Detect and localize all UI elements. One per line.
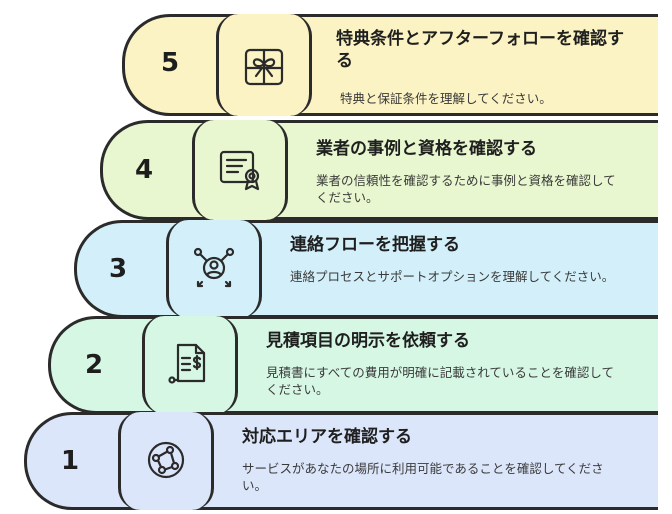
step-title-2: 見積項目の明示を依頼する (266, 331, 470, 351)
step-number-5: 5 (160, 48, 180, 78)
step-title-4: 業者の事例と資格を確認する (316, 139, 537, 159)
step-desc-5: 特典と保証条件を理解してください。 (340, 91, 552, 106)
step-number-4: 4 (134, 155, 154, 185)
step-number-2: 2 (84, 350, 104, 380)
step-desc-1: サービスがあなたの場所に利用可能であることを確認してください。 (242, 461, 604, 493)
invoice-icon (166, 340, 214, 388)
contact-flow-icon (190, 244, 238, 292)
step-title-1: 対応エリアを確認する (242, 427, 412, 447)
step-band-5 (122, 14, 658, 116)
network-icon (142, 436, 190, 484)
gift-icon (240, 42, 288, 90)
step-desc-4: 業者の信頼性を確認するために事例と資格を確認してください。 (316, 173, 616, 205)
step-title-3: 連絡フローを把握する (290, 235, 460, 255)
step-desc-3: 連絡プロセスとサポートオプションを理解してください。 (290, 269, 615, 284)
step-desc-2: 見積書にすべての費用が明確に記載されていることを確認してください。 (266, 365, 615, 397)
step-number-1: 1 (60, 446, 80, 476)
step-icon-column-4 (192, 120, 288, 220)
step-title-5: 特典条件とアフターフォローを確認する (336, 29, 624, 71)
step-icon-column-1 (118, 412, 214, 510)
certificate-icon (216, 146, 264, 194)
step-number-3: 3 (108, 254, 128, 284)
